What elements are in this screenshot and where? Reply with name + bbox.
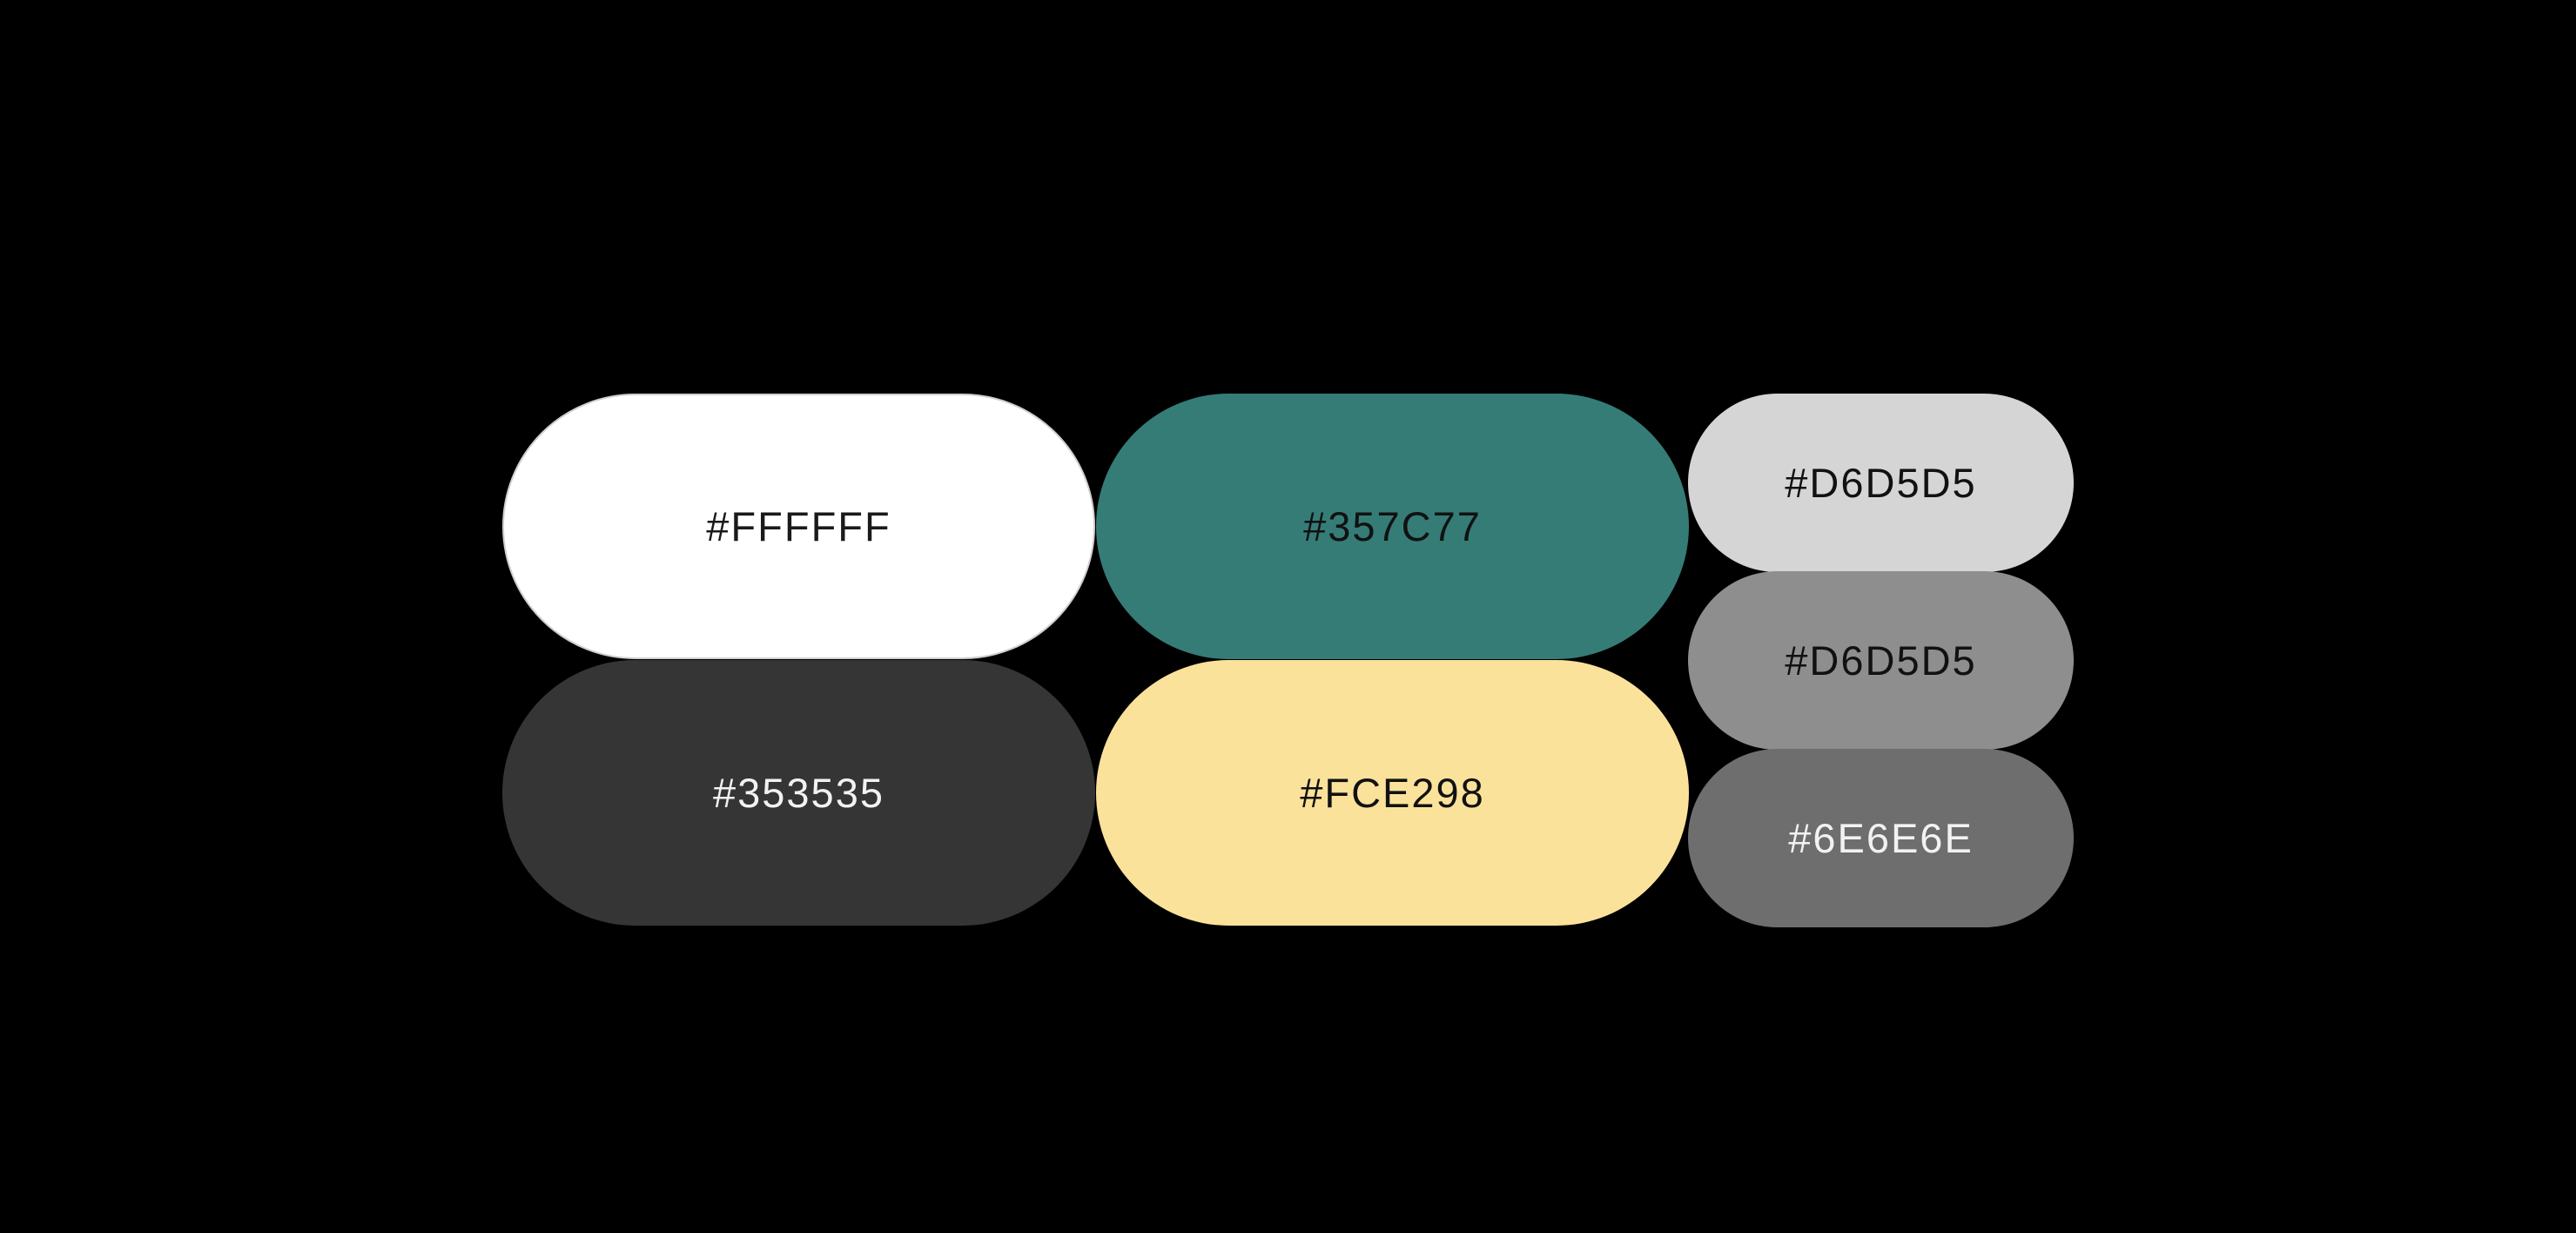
swatch-medium-gray: #D6D5D5 bbox=[1688, 571, 2074, 750]
swatch-white: #FFFFFF bbox=[502, 394, 1095, 659]
swatch-gray: #6E6E6E bbox=[1688, 749, 2074, 927]
swatch-label: #D6D5D5 bbox=[1785, 460, 1977, 506]
swatch-label: #D6D5D5 bbox=[1785, 637, 1977, 684]
swatch-label: #353535 bbox=[713, 770, 884, 816]
swatch-dark-gray: #353535 bbox=[502, 660, 1095, 926]
swatch-label: #FFFFFF bbox=[706, 503, 891, 549]
swatch-light-gray: #D6D5D5 bbox=[1688, 394, 2074, 572]
swatch-teal: #357C77 bbox=[1096, 394, 1689, 659]
swatch-label: #FCE298 bbox=[1300, 770, 1485, 816]
swatch-label: #357C77 bbox=[1303, 503, 1482, 549]
swatch-yellow: #FCE298 bbox=[1096, 660, 1689, 926]
swatch-label: #6E6E6E bbox=[1788, 815, 1974, 861]
